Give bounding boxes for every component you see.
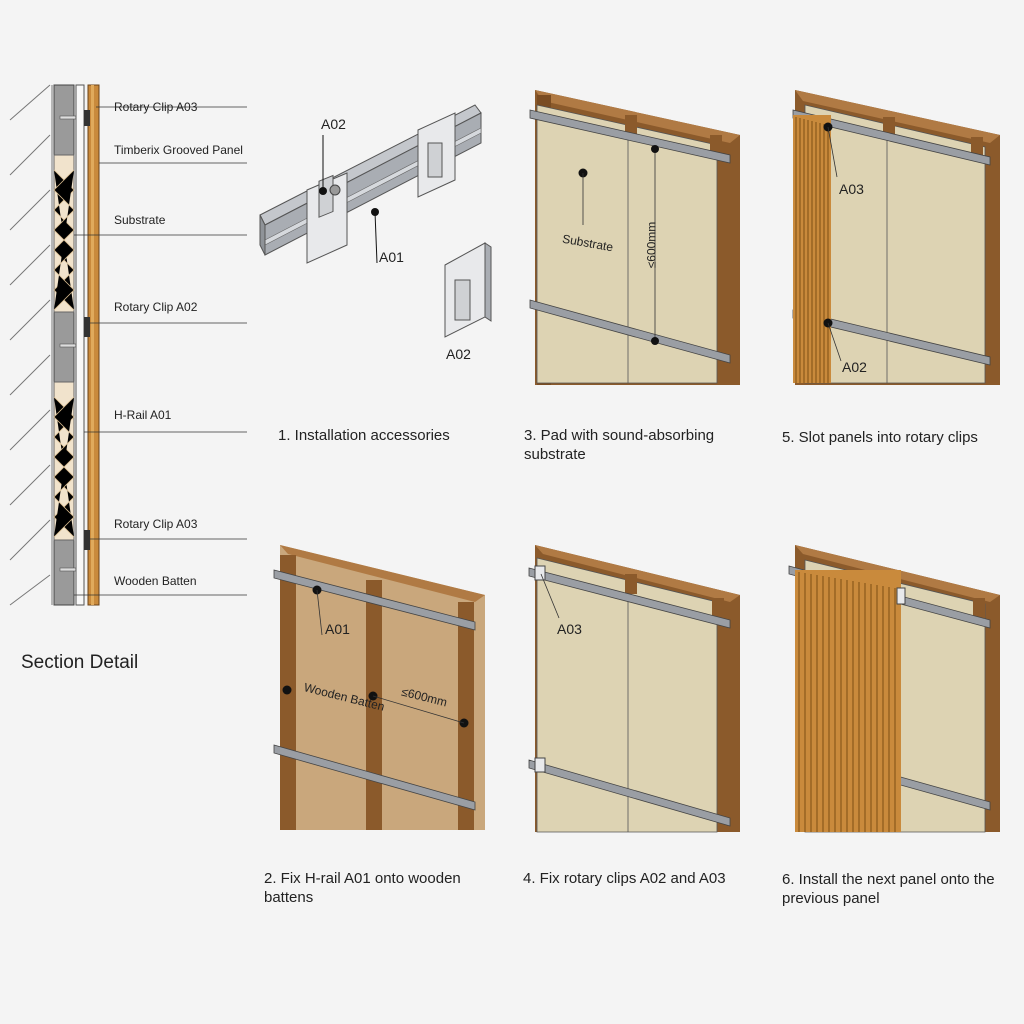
callout-h-rail-a01: H-Rail A01 xyxy=(114,408,172,422)
tag-a02-top: A02 xyxy=(321,116,346,132)
step-5-caption: 5. Slot panels into rotary clips xyxy=(782,429,978,446)
callout-rotary-clip-a03-top: Rotary Clip A03 xyxy=(114,100,198,114)
tag-spacing-step3: ≤600mm xyxy=(644,221,659,269)
tag-a01: A01 xyxy=(379,249,404,265)
step-3-drawing xyxy=(529,90,740,385)
step-6-caption: 6. Install the next panel onto the previ… xyxy=(782,871,995,907)
tag-a03-step4: A03 xyxy=(557,621,582,637)
callout-wooden-batten: Wooden Batten xyxy=(114,574,197,588)
tag-a02-step5: A02 xyxy=(842,359,867,375)
callout-timberix-grooved-panel: Timberix Grooved Panel xyxy=(114,143,243,157)
callout-substrate: Substrate xyxy=(114,213,166,227)
callout-rotary-clip-a02: Rotary Clip A02 xyxy=(114,300,198,314)
accessories-drawing xyxy=(259,104,492,338)
step-1-caption: 1. Installation accessories xyxy=(278,427,450,444)
step-6-drawing xyxy=(788,545,1000,833)
tag-a02-bottom: A02 xyxy=(446,346,471,362)
step-2-caption: 2. Fix H-rail A01 onto wooden battens xyxy=(264,870,461,906)
step-3-caption: 3. Pad with sound-absorbing substrate xyxy=(524,427,715,463)
tag-a03-step5: A03 xyxy=(839,181,864,197)
section-detail-title: Section Detail xyxy=(21,652,139,673)
step-4-caption: 4. Fix rotary clips A02 and A03 xyxy=(523,870,726,887)
callout-rotary-clip-a03-bottom: Rotary Clip A03 xyxy=(114,517,198,531)
step-2-drawing xyxy=(273,545,485,830)
tag-a01-step2: A01 xyxy=(325,621,350,637)
step-5-drawing xyxy=(792,90,1000,385)
section-detail-drawing xyxy=(9,84,247,606)
step-4-drawing xyxy=(528,545,740,833)
